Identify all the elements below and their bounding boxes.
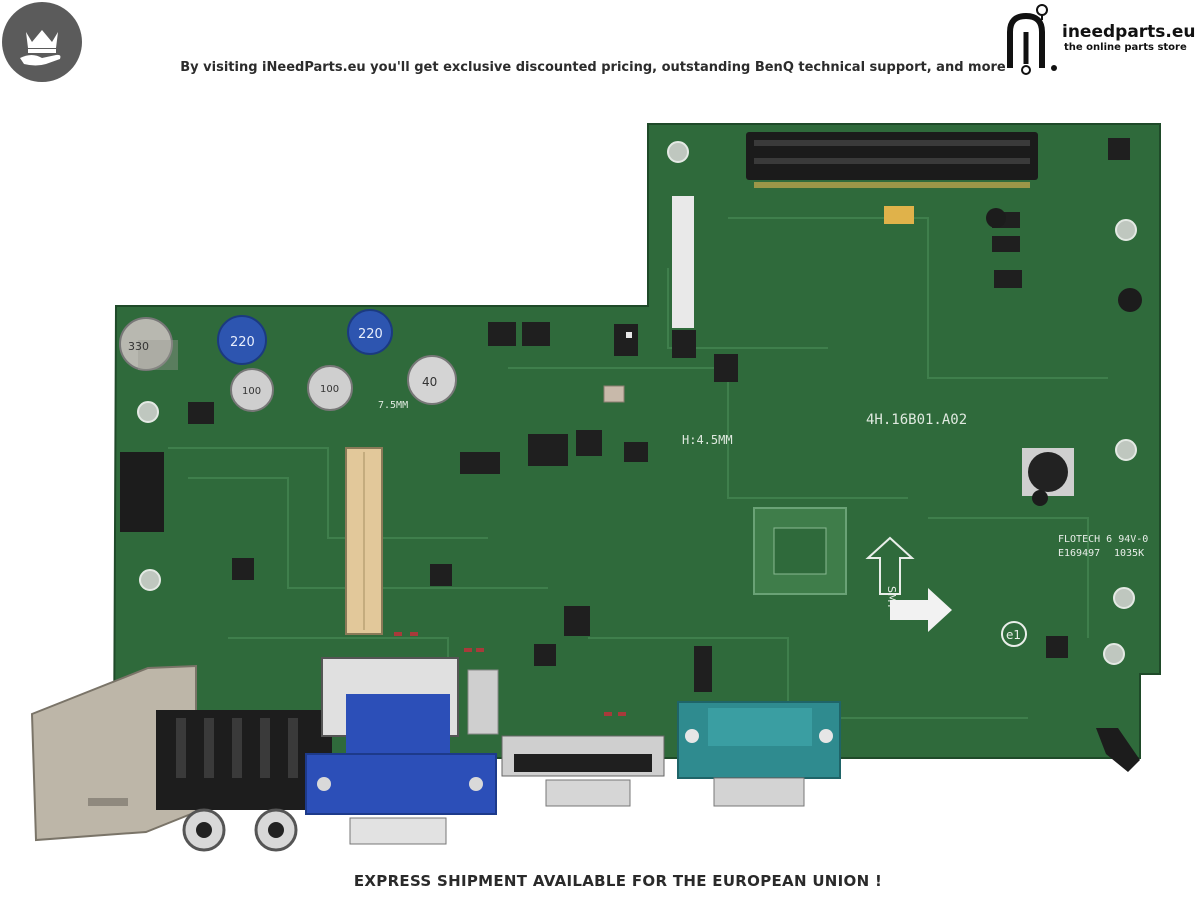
smt-arrow bbox=[865, 536, 915, 595]
mounting-holes bbox=[137, 141, 1137, 665]
ineedparts-logo[interactable]: ineedparts.eu the online parts store bbox=[1002, 2, 1198, 76]
maker-line-1: FLOTECH 6 94V-0 bbox=[1058, 534, 1148, 545]
edge-slot bbox=[746, 132, 1038, 180]
cap-label-6: 40 bbox=[422, 375, 437, 389]
e1-circle bbox=[1001, 621, 1027, 647]
maker-line-2: E169497 bbox=[1058, 548, 1100, 559]
height-mark: H:4.5MM bbox=[682, 433, 733, 447]
right-clip bbox=[1096, 728, 1140, 772]
maker-line-3: 1035K bbox=[1114, 548, 1144, 559]
resistors bbox=[394, 632, 626, 716]
yellow-part bbox=[884, 206, 914, 224]
capacitors bbox=[119, 309, 457, 412]
logo-subtitle: the online parts store bbox=[1064, 42, 1187, 53]
metal-bracket bbox=[467, 669, 499, 735]
vga-blue-connector bbox=[305, 657, 497, 845]
crown-hand-badge bbox=[2, 2, 82, 82]
board-part-label: 4H.16B01.A02 bbox=[866, 412, 967, 428]
logo-name: ineedparts.eu bbox=[1062, 22, 1196, 42]
promo-tagline: By visiting iNeedParts.eu you'll get exc… bbox=[180, 60, 1006, 75]
pin-header bbox=[120, 452, 164, 532]
direction-arrow bbox=[890, 588, 952, 632]
pcb-traces bbox=[168, 217, 1108, 719]
circuit-n-logo-icon bbox=[1007, 4, 1057, 75]
height-mark-2: 7.5MM bbox=[378, 400, 408, 411]
serial-sticker bbox=[672, 196, 694, 328]
e1-mark: e1 bbox=[1006, 628, 1021, 642]
rca-jacks bbox=[182, 808, 298, 852]
cap-label-3: 330 bbox=[128, 340, 149, 353]
ics bbox=[188, 138, 1130, 692]
db-grey-connector bbox=[501, 735, 665, 807]
cap-label-5: 100 bbox=[320, 384, 339, 395]
serial-teal-connector bbox=[677, 701, 841, 807]
cap-label-4: 100 bbox=[242, 386, 261, 397]
led bbox=[603, 385, 625, 403]
cap-label-2: 220 bbox=[358, 327, 383, 342]
shipping-banner: EXPRESS SHIPMENT AVAILABLE FOR THE EUROP… bbox=[353, 872, 883, 890]
crown-hand-icon bbox=[20, 30, 61, 66]
cap-label-1: 220 bbox=[230, 335, 255, 350]
main-board-image: 220 220 330 100 100 40 bbox=[30, 123, 1161, 852]
